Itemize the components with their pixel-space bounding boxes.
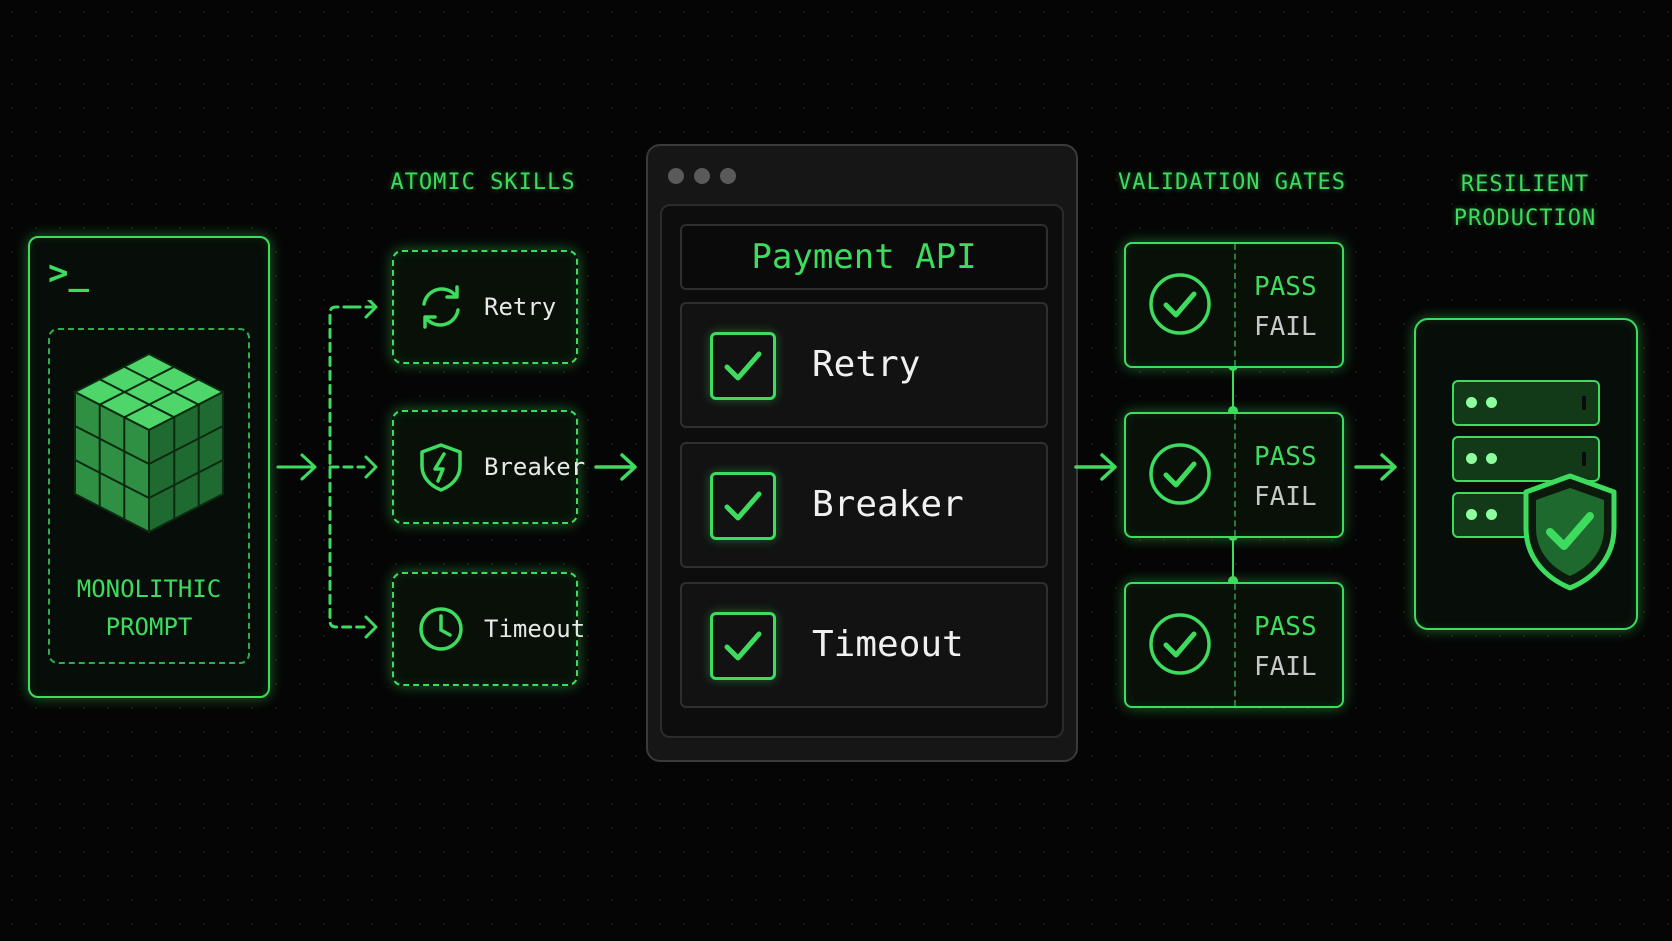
gate-divider bbox=[1234, 244, 1236, 366]
gate-divider bbox=[1234, 414, 1236, 536]
check-circle-icon bbox=[1149, 443, 1211, 505]
gate-connector bbox=[1232, 534, 1234, 582]
server-unit bbox=[1452, 380, 1600, 426]
arrow-api-to-gates bbox=[1074, 453, 1117, 481]
heading-resilient-line2: PRODUCTION bbox=[1453, 206, 1597, 231]
payment-api-window: Payment API Retry Breaker Timeout bbox=[646, 144, 1078, 762]
gate-node bbox=[1228, 576, 1238, 586]
skill-timeout-label: Timeout bbox=[484, 615, 586, 643]
window-dot-maximize[interactable] bbox=[720, 168, 736, 184]
checkbox-checked-icon[interactable] bbox=[710, 332, 776, 400]
shield-bolt-icon bbox=[420, 443, 462, 492]
gate-node bbox=[1228, 406, 1238, 416]
checkbox-checked-icon[interactable] bbox=[710, 612, 776, 680]
skill-timeout: Timeout bbox=[392, 572, 585, 686]
api-item-retry: Retry bbox=[680, 302, 1048, 428]
check-circle-icon bbox=[1149, 273, 1211, 335]
validation-gate-1: PASS FAIL bbox=[1124, 242, 1344, 368]
cube-icon bbox=[72, 352, 226, 534]
gate-divider bbox=[1234, 584, 1236, 706]
arrow-skills-to-api bbox=[594, 453, 637, 481]
skill-breaker-label: Breaker bbox=[484, 453, 586, 481]
skill-breaker: Breaker bbox=[392, 410, 585, 524]
monolithic-label-line1: MONOLITHIC bbox=[76, 575, 222, 603]
gate-pass-label: PASS bbox=[1254, 612, 1317, 642]
api-item-label: Breaker bbox=[812, 484, 964, 525]
api-item-timeout: Timeout bbox=[680, 582, 1048, 708]
monolithic-label: MONOLITHIC PROMPT bbox=[50, 570, 248, 646]
heading-resilient-line1: RESILIENT bbox=[1460, 172, 1590, 197]
validation-gate-2: PASS FAIL bbox=[1124, 412, 1344, 538]
window-dot-close[interactable] bbox=[668, 168, 684, 184]
heading-validation-gates: VALIDATION GATES bbox=[1118, 170, 1346, 195]
api-item-breaker: Breaker bbox=[680, 442, 1048, 568]
gate-connector bbox=[1232, 364, 1234, 412]
clock-icon bbox=[419, 607, 463, 651]
api-item-label: Retry bbox=[812, 344, 921, 385]
checkbox-checked-icon[interactable] bbox=[710, 472, 776, 540]
shield-check-icon bbox=[1523, 473, 1617, 591]
api-item-label: Timeout bbox=[812, 624, 964, 665]
gate-pass-label: PASS bbox=[1254, 272, 1317, 302]
check-circle-icon bbox=[1149, 613, 1211, 675]
window-body: Payment API Retry Breaker Timeout bbox=[660, 204, 1064, 738]
server-unit bbox=[1452, 436, 1600, 482]
monolithic-inner-frame: MONOLITHIC PROMPT bbox=[48, 328, 250, 664]
monolithic-label-line2: PROMPT bbox=[105, 613, 193, 641]
branch-connector bbox=[276, 300, 378, 639]
window-title: Payment API bbox=[680, 224, 1048, 290]
refresh-icon bbox=[422, 285, 460, 329]
gate-fail-label: FAIL bbox=[1254, 652, 1317, 682]
terminal-prompt-icon: >_ bbox=[48, 253, 89, 293]
validation-gate-3: PASS FAIL bbox=[1124, 582, 1344, 708]
arrow-gates-to-production bbox=[1354, 453, 1397, 481]
gate-pass-label: PASS bbox=[1254, 442, 1317, 472]
skill-retry-label: Retry bbox=[484, 293, 557, 321]
gate-fail-label: FAIL bbox=[1254, 482, 1317, 512]
skill-retry: Retry bbox=[392, 250, 578, 364]
window-dot-minimize[interactable] bbox=[694, 168, 710, 184]
monolithic-prompt-card: >_ MONOLITHIC bbox=[28, 236, 270, 698]
resilient-production-card bbox=[1414, 318, 1638, 630]
heading-atomic-skills: ATOMIC SKILLS bbox=[390, 170, 576, 195]
heading-resilient-production: RESILIENT PRODUCTION bbox=[1420, 168, 1630, 236]
gate-fail-label: FAIL bbox=[1254, 312, 1317, 342]
